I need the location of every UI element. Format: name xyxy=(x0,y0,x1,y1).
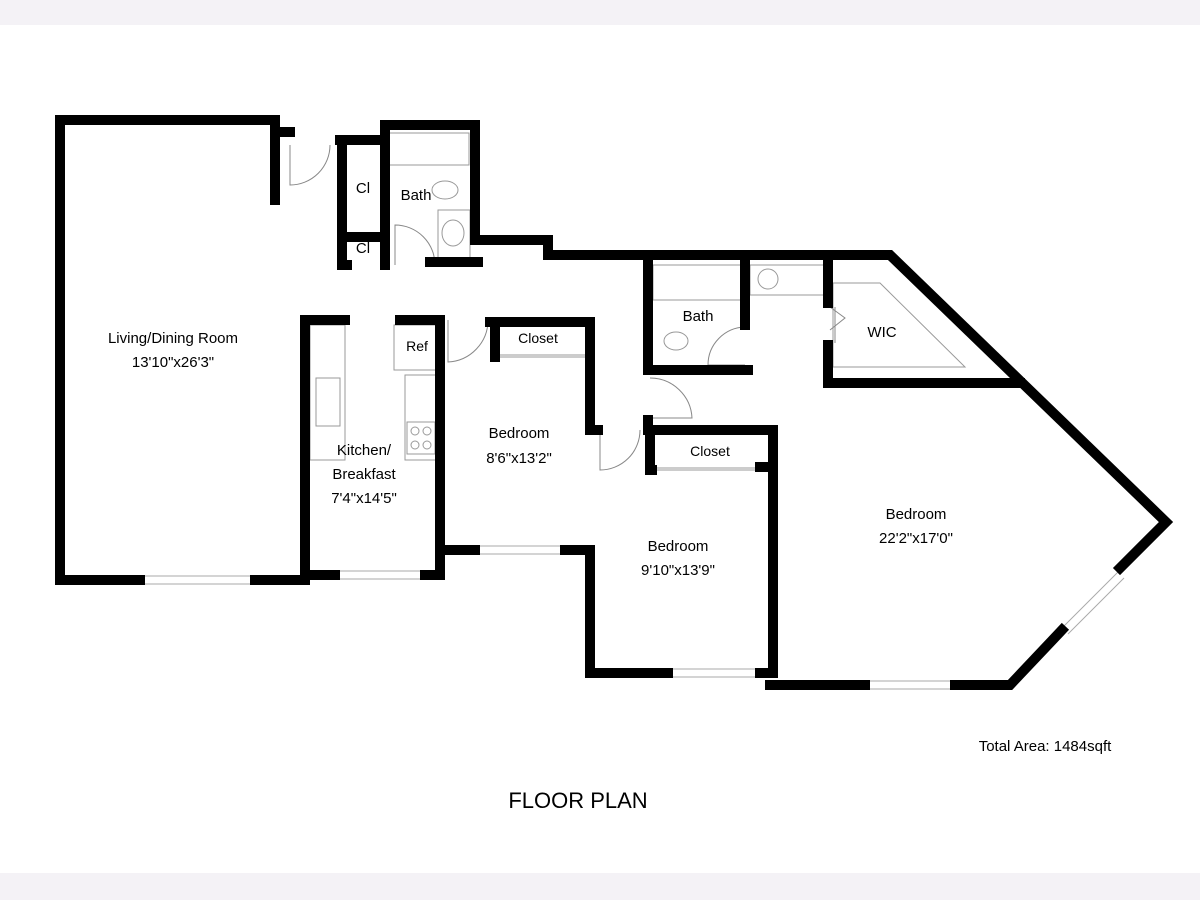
stove-icon xyxy=(406,421,436,455)
bath1-label: Bath xyxy=(401,187,432,204)
wic-shelf xyxy=(832,282,967,368)
door-swing xyxy=(599,429,641,471)
window xyxy=(474,545,566,555)
living-room-size: 13'10"x26'3" xyxy=(132,354,214,371)
ref-label: Ref xyxy=(406,338,428,354)
windows xyxy=(139,545,1125,690)
bath2-label: Bath xyxy=(683,308,714,325)
bedroom1-closet-label: Closet xyxy=(518,330,558,346)
bedroom2-name: Bedroom xyxy=(648,538,709,555)
bathtub-icon xyxy=(652,264,742,301)
window xyxy=(864,680,956,690)
sink-icon xyxy=(757,268,779,290)
floor-plan-title: FLOOR PLAN xyxy=(508,788,647,813)
bathtub-icon xyxy=(388,132,470,166)
window xyxy=(139,575,256,585)
closet2-label: Cl xyxy=(356,240,370,257)
closet1-label: Cl xyxy=(356,180,370,197)
door-swing xyxy=(707,326,746,366)
fixtures xyxy=(309,132,967,471)
toilet-icon xyxy=(431,180,459,200)
toilet-icon xyxy=(663,331,689,351)
room-labels: Living/Dining Room 13'10"x26'3" Cl Cl Ba… xyxy=(108,180,1112,813)
doors xyxy=(289,144,846,471)
total-area: Total Area: 1484sqft xyxy=(979,738,1112,755)
bedroom2-closet-label: Closet xyxy=(690,443,730,459)
door-swing xyxy=(447,319,489,363)
sink-icon xyxy=(441,219,465,247)
window xyxy=(667,668,761,678)
kitchen-size: 7'4"x14'5" xyxy=(331,490,397,507)
bedroom1-size: 8'6"x13'2" xyxy=(486,450,552,467)
walls xyxy=(55,115,1174,690)
wic-label: WIC xyxy=(867,324,896,341)
bottom-band xyxy=(0,873,1200,900)
bedroom2-size: 9'10"x13'9" xyxy=(641,562,715,579)
bedroom3-size: 22'2"x17'0" xyxy=(879,530,953,547)
bedroom1-name: Bedroom xyxy=(489,425,550,442)
kitchen-sink-icon xyxy=(315,377,341,427)
bedroom3-name: Bedroom xyxy=(886,506,947,523)
bifold-door xyxy=(829,306,846,343)
door-swing xyxy=(289,144,331,186)
top-band xyxy=(0,0,1200,25)
window xyxy=(334,570,426,580)
kitchen-name-2: Breakfast xyxy=(332,466,396,483)
kitchen-name-1: Kitchen/ xyxy=(337,442,392,459)
living-room-name: Living/Dining Room xyxy=(108,330,238,347)
door-swing xyxy=(649,377,693,419)
